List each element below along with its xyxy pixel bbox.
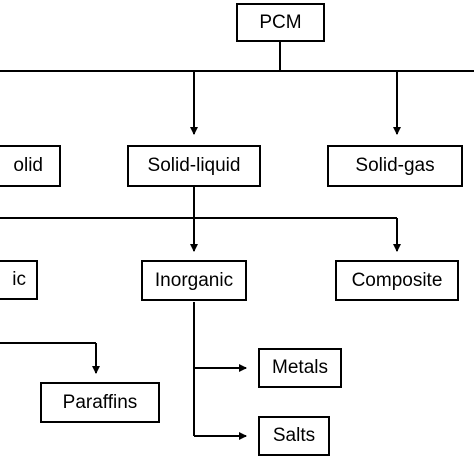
node-pcm: PCM [236,3,325,42]
node-solid-gas: Solid-gas [327,145,463,187]
node-paraffins: Paraffins [40,382,160,423]
node-metals: Metals [258,348,342,388]
node-composite: Composite [335,260,459,301]
node-inorganic: Inorganic [141,260,247,301]
node-organic: ic [0,260,38,300]
node-solid-solid: olid [0,145,61,187]
node-salts: Salts [258,416,330,456]
node-solid-liquid: Solid-liquid [127,145,261,187]
